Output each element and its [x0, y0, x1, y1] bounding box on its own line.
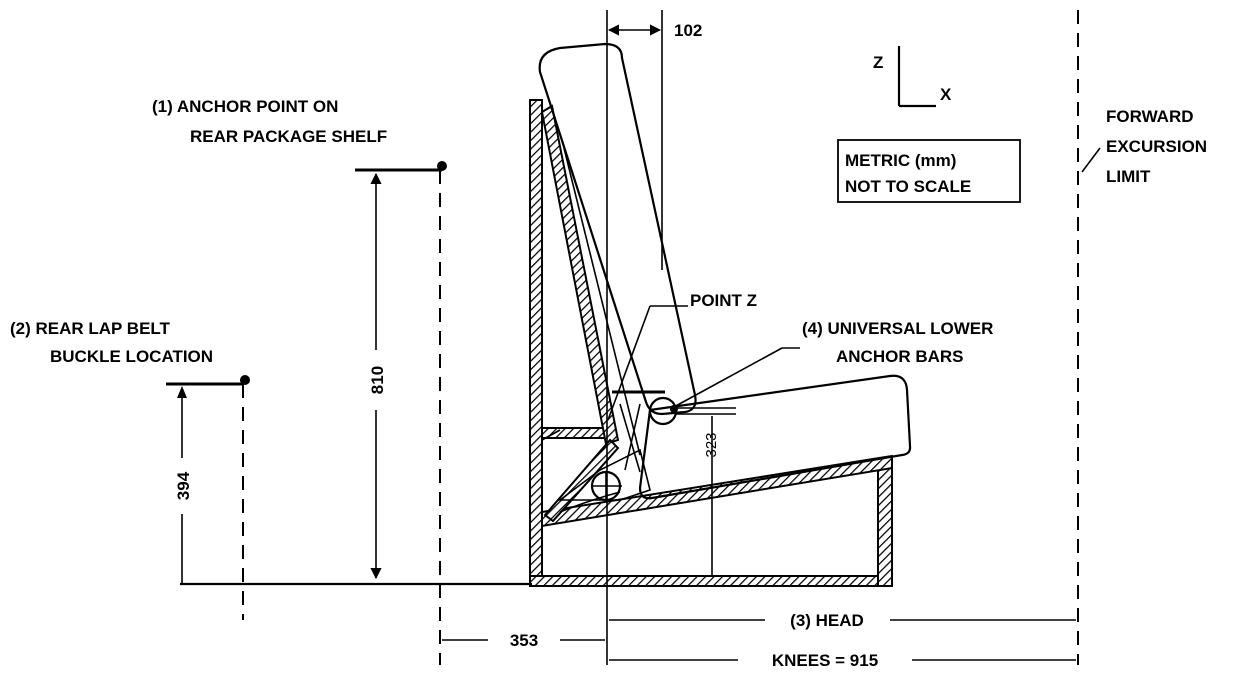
- axis-x-label: X: [940, 85, 952, 104]
- head-text: (3) HEAD: [790, 611, 864, 630]
- anchor-point-label-line1: (1) ANCHOR POINT ON: [152, 97, 338, 116]
- forward-label-line1: FORWARD: [1106, 107, 1194, 126]
- axis-z-label: Z: [873, 53, 883, 72]
- dimension-810: 810: [362, 172, 390, 580]
- buckle-point-2: [166, 375, 250, 386]
- anchor-point-1: [355, 161, 447, 172]
- point-z-label: POINT Z: [690, 291, 757, 310]
- dimension-102: 102: [607, 10, 702, 270]
- dimension-head: (3) HEAD: [609, 611, 1076, 630]
- seat-cushion: [638, 374, 912, 500]
- buckle-label-line2: BUCKLE LOCATION: [50, 347, 213, 366]
- buckle-label-line1: (2) REAR LAP BELT: [10, 319, 171, 338]
- metric-line1: METRIC (mm): [845, 151, 956, 170]
- dimension-102-text: 102: [674, 21, 702, 40]
- leader-lines: [607, 305, 800, 421]
- lower-anchor-label-line2: ANCHOR BARS: [836, 347, 964, 366]
- anchor-point-label-line2: REAR PACKAGE SHELF: [190, 127, 387, 146]
- forward-label-line2: EXCURSION: [1106, 137, 1207, 156]
- dimension-323: 323: [676, 407, 736, 497]
- dimension-353: 353: [442, 631, 605, 650]
- forward-label-line3: LIMIT: [1106, 167, 1151, 186]
- dimension-353-text: 353: [510, 631, 538, 650]
- metric-line2: NOT TO SCALE: [845, 177, 971, 196]
- metric-box: METRIC (mm) NOT TO SCALE: [837, 139, 1021, 203]
- lower-anchor-mechanism: [557, 390, 678, 513]
- knees-text: KNEES = 915: [772, 651, 878, 670]
- seat-frame: [529, 99, 893, 587]
- dimension-394-text: 394: [174, 471, 193, 500]
- dimension-810-text: 810: [368, 366, 387, 394]
- dimension-323-text: 323: [703, 432, 720, 457]
- dimension-knees: KNEES = 915: [609, 651, 1076, 670]
- dimension-394: 394: [168, 386, 196, 584]
- axis-indicator: Z X: [873, 46, 952, 108]
- lower-anchor-label-line1: (4) UNIVERSAL LOWER: [802, 319, 993, 338]
